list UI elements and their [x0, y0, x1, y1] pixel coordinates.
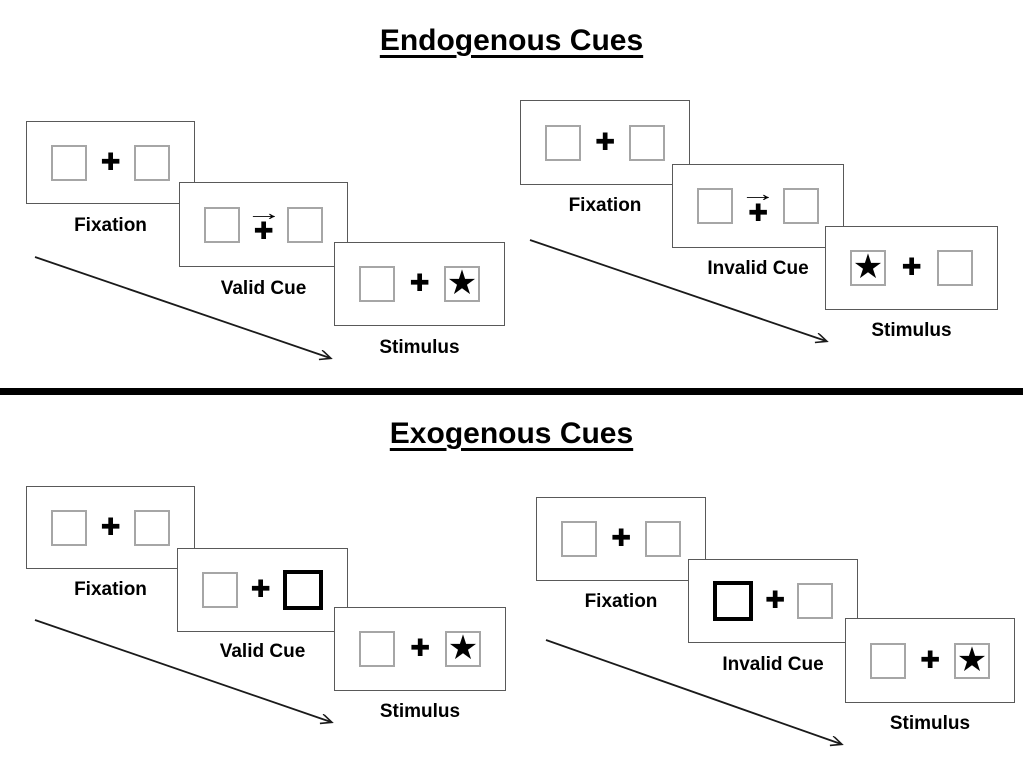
fixation-cross-area: ✚: [920, 619, 940, 702]
fixation-cross-area: ✚: [611, 498, 631, 580]
right-arrow-cue-icon: →: [244, 199, 283, 225]
fixation-cross-icon: ✚: [747, 199, 769, 227]
panel-label-valid-cue: Valid Cue: [219, 641, 306, 662]
section-divider: [0, 388, 1023, 395]
stimulus-screen-panel: ✚★: [334, 242, 505, 326]
fixation-screen-panel: ✚: [520, 100, 690, 185]
left-placeholder-box: [51, 509, 87, 546]
panel-label-stimulus: Stimulus: [379, 701, 461, 722]
right-arrow-cue-icon: →: [739, 181, 777, 207]
time-arrow-endogenous-invalid: [529, 239, 826, 341]
star-stimulus-icon: ★: [447, 629, 479, 667]
fixation-cross-icon: ✚: [250, 576, 271, 603]
right-placeholder-box: [287, 206, 323, 243]
fixation-cross-area: ✚: [100, 487, 120, 568]
panel-label-fixation: Fixation: [568, 195, 642, 216]
left-placeholder-box: [870, 642, 906, 679]
panel-label-valid-cue: Valid Cue: [220, 278, 307, 299]
panel-label-stimulus: Stimulus: [889, 713, 971, 734]
cue-screen-panel: →✚: [179, 182, 348, 267]
star-stimulus-icon: ★: [852, 248, 884, 286]
left-placeholder-box: [202, 572, 238, 608]
fixation-cross-icon: ✚: [764, 587, 786, 614]
left-placeholder-box: [561, 521, 597, 557]
stimulus-screen-panel: ★✚: [825, 226, 998, 310]
fixation-cross-icon: ✚: [919, 646, 941, 674]
right-placeholder-box: [783, 188, 819, 224]
star-stimulus-icon: ★: [446, 264, 478, 302]
left-placeholder-box-cue-highlight: [713, 581, 753, 621]
section-title-exogenous: Exogenous Cues: [0, 417, 1023, 451]
panel-label-stimulus: Stimulus: [379, 337, 460, 358]
panel-label-invalid-cue: Invalid Cue: [707, 258, 809, 279]
right-placeholder-box-with-star: ★: [443, 264, 480, 302]
section-title-endogenous: Endogenous Cues: [0, 24, 1023, 58]
fixation-cross-icon: ✚: [594, 128, 616, 156]
panel-label-fixation: Fixation: [74, 215, 147, 236]
star-stimulus-icon: ★: [956, 640, 988, 679]
fixation-cross-area: ✚: [410, 608, 430, 690]
right-placeholder-box: [796, 583, 833, 619]
fixation-cross-icon: ✚: [100, 148, 121, 176]
right-placeholder-box-with-star: ★: [953, 640, 990, 679]
fixation-cross-icon: ✚: [409, 635, 431, 662]
fixation-cross-area: ✚: [250, 549, 270, 631]
fixation-cross-icon: ✚: [610, 525, 632, 552]
fixation-cross-icon: ✚: [409, 270, 430, 297]
right-placeholder-box: [133, 509, 170, 546]
time-arrow-endogenous-valid: [34, 256, 330, 358]
stimulus-screen-panel: ✚★: [334, 607, 506, 691]
left-placeholder-box: [545, 124, 581, 161]
fixation-cross-icon: ✚: [253, 218, 274, 246]
cue-screen-panel: ✚: [688, 559, 858, 643]
right-placeholder-box-cue-highlight: [282, 570, 323, 610]
right-placeholder-box: [644, 521, 681, 557]
fixation-cross-area: ✚: [100, 122, 120, 203]
fixation-cross-icon: ✚: [100, 513, 121, 541]
left-placeholder-box: [51, 144, 87, 181]
fixation-screen-panel: ✚: [26, 121, 195, 204]
section-title-text: Endogenous Cues: [379, 24, 644, 57]
left-placeholder-box: [359, 266, 395, 302]
panel-label-fixation: Fixation: [74, 579, 147, 600]
fixation-screen-panel: ✚: [26, 486, 195, 569]
panel-label-fixation: Fixation: [584, 591, 658, 612]
left-placeholder-box: [359, 631, 395, 667]
panel-label-stimulus: Stimulus: [871, 320, 952, 341]
fixation-cross-area: ✚: [595, 101, 615, 184]
fixation-cross-icon: ✚: [901, 254, 922, 281]
right-placeholder-box: [133, 144, 170, 181]
fixation-screen-panel: ✚: [536, 497, 706, 581]
section-title-text: Exogenous Cues: [389, 417, 634, 450]
stimulus-screen-panel: ✚★: [845, 618, 1015, 703]
left-placeholder-box: [697, 188, 733, 224]
left-placeholder-box: [204, 206, 240, 243]
panel-label-invalid-cue: Invalid Cue: [722, 654, 824, 675]
right-placeholder-box: [936, 250, 973, 286]
time-arrow-exogenous-valid: [34, 619, 331, 722]
left-placeholder-box-with-star: ★: [850, 250, 886, 286]
cue-screen-panel: →✚: [672, 164, 844, 248]
fixation-cross-area: ✚: [901, 227, 921, 309]
fixation-cross-area: ✚: [765, 560, 785, 642]
fixation-cross-area: ✚: [409, 243, 429, 325]
fixation-cross-area: →✚: [739, 165, 776, 247]
right-placeholder-box-with-star: ★: [444, 629, 481, 667]
cue-screen-panel: ✚: [177, 548, 348, 632]
right-placeholder-box: [628, 124, 665, 161]
fixation-cross-area: →✚: [245, 183, 282, 266]
